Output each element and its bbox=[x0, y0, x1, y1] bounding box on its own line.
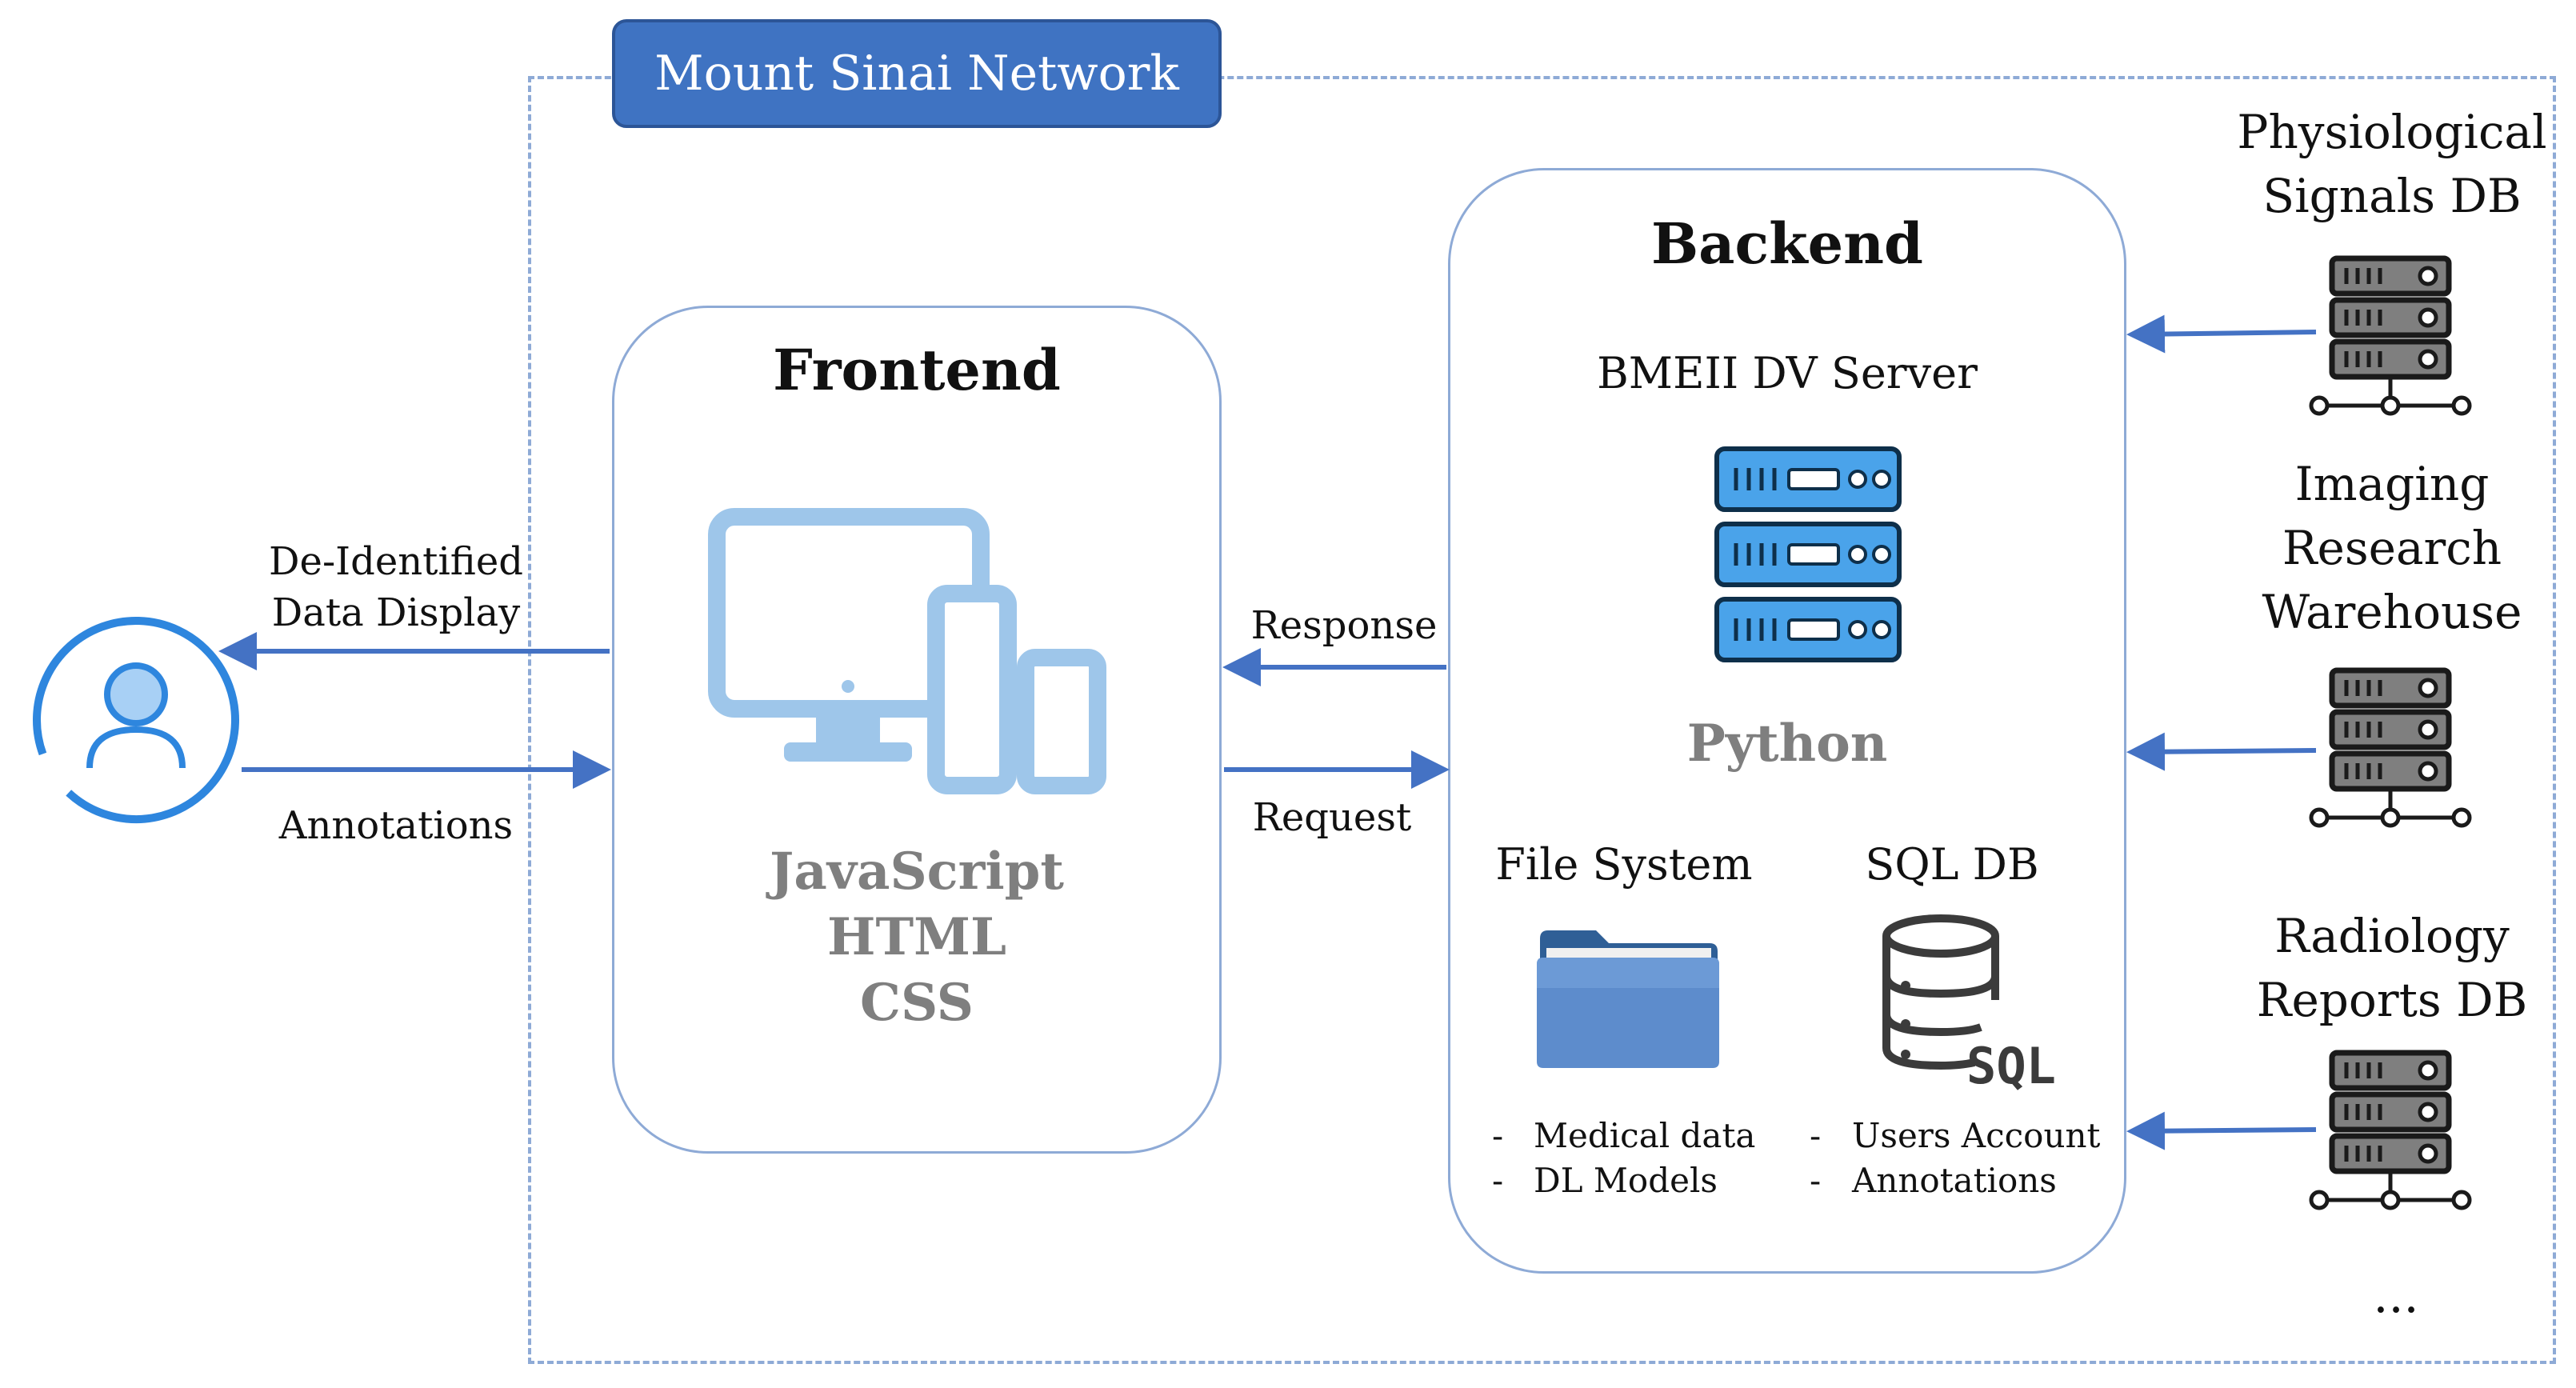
radiology-db-arrow bbox=[2126, 1111, 2317, 1150]
sql-item-users-account: Users Account bbox=[1852, 1116, 2101, 1155]
file-item-medical-data: Medical data bbox=[1534, 1116, 1756, 1155]
sql-bullet-dash-2: - bbox=[1810, 1161, 1822, 1200]
frontend-tech-html: HTML bbox=[827, 907, 1006, 967]
db-name-radiology-line2: Reports DB bbox=[2256, 973, 2528, 1027]
devices-icon bbox=[708, 508, 1106, 794]
database-server-icon-imaging bbox=[2309, 667, 2472, 828]
frontend-tech-javascript: JavaScript bbox=[770, 842, 1064, 902]
backend-panel bbox=[1448, 168, 2126, 1274]
backend-title: Backend bbox=[1650, 210, 1924, 277]
annotations-label: Annotations bbox=[278, 803, 514, 848]
db-name-imaging-line3: Warehouse bbox=[2262, 585, 2522, 639]
db-name-physio-line2: Signals DB bbox=[2262, 169, 2522, 223]
backend-language: Python bbox=[1686, 714, 1888, 774]
mount-sinai-network-boundary bbox=[528, 76, 2556, 1364]
frontend-tech-css: CSS bbox=[860, 973, 974, 1033]
sql-item-annotations: Annotations bbox=[1852, 1161, 2057, 1200]
server-stack-icon bbox=[1714, 446, 1902, 662]
network-label: Mount Sinai Network bbox=[612, 19, 1222, 128]
file-system-title: File System bbox=[1495, 839, 1753, 890]
user-avatar-icon bbox=[33, 617, 239, 823]
db-name-physio-line1: Physiological bbox=[2237, 105, 2547, 159]
db-name-radiology-line1: Radiology bbox=[2274, 909, 2510, 963]
imaging-db-arrow bbox=[2126, 732, 2317, 771]
sql-bullet-dash-1: - bbox=[1810, 1116, 1822, 1155]
database-server-icon-radiology bbox=[2309, 1050, 2472, 1210]
sql-database-icon: SQL bbox=[1882, 914, 2056, 1092]
physio-db-arrow bbox=[2126, 314, 2317, 354]
file-bullet-dash-2: - bbox=[1492, 1161, 1504, 1200]
sql-icon-text: SQL bbox=[1966, 1037, 2056, 1092]
response-label: Response bbox=[1250, 603, 1438, 648]
sql-db-title: SQL DB bbox=[1865, 839, 2039, 890]
display-label-line1: De-Identified bbox=[269, 539, 523, 584]
db-name-imaging-line1: Imaging bbox=[2294, 457, 2490, 511]
more-databases-indicator: ... bbox=[2373, 1268, 2419, 1324]
display-label-line2: Data Display bbox=[271, 590, 521, 635]
server-name: BMEII DV Server bbox=[1597, 348, 1978, 398]
file-bullet-dash-1: - bbox=[1492, 1116, 1504, 1155]
folder-icon bbox=[1537, 930, 1719, 1068]
frontend-title: Frontend bbox=[773, 337, 1061, 403]
request-label: Request bbox=[1252, 795, 1412, 840]
db-name-imaging-line2: Research bbox=[2282, 521, 2502, 575]
file-item-dl-models: DL Models bbox=[1534, 1161, 1718, 1200]
frontend-panel bbox=[612, 306, 1222, 1154]
database-server-icon-physio bbox=[2309, 255, 2472, 416]
